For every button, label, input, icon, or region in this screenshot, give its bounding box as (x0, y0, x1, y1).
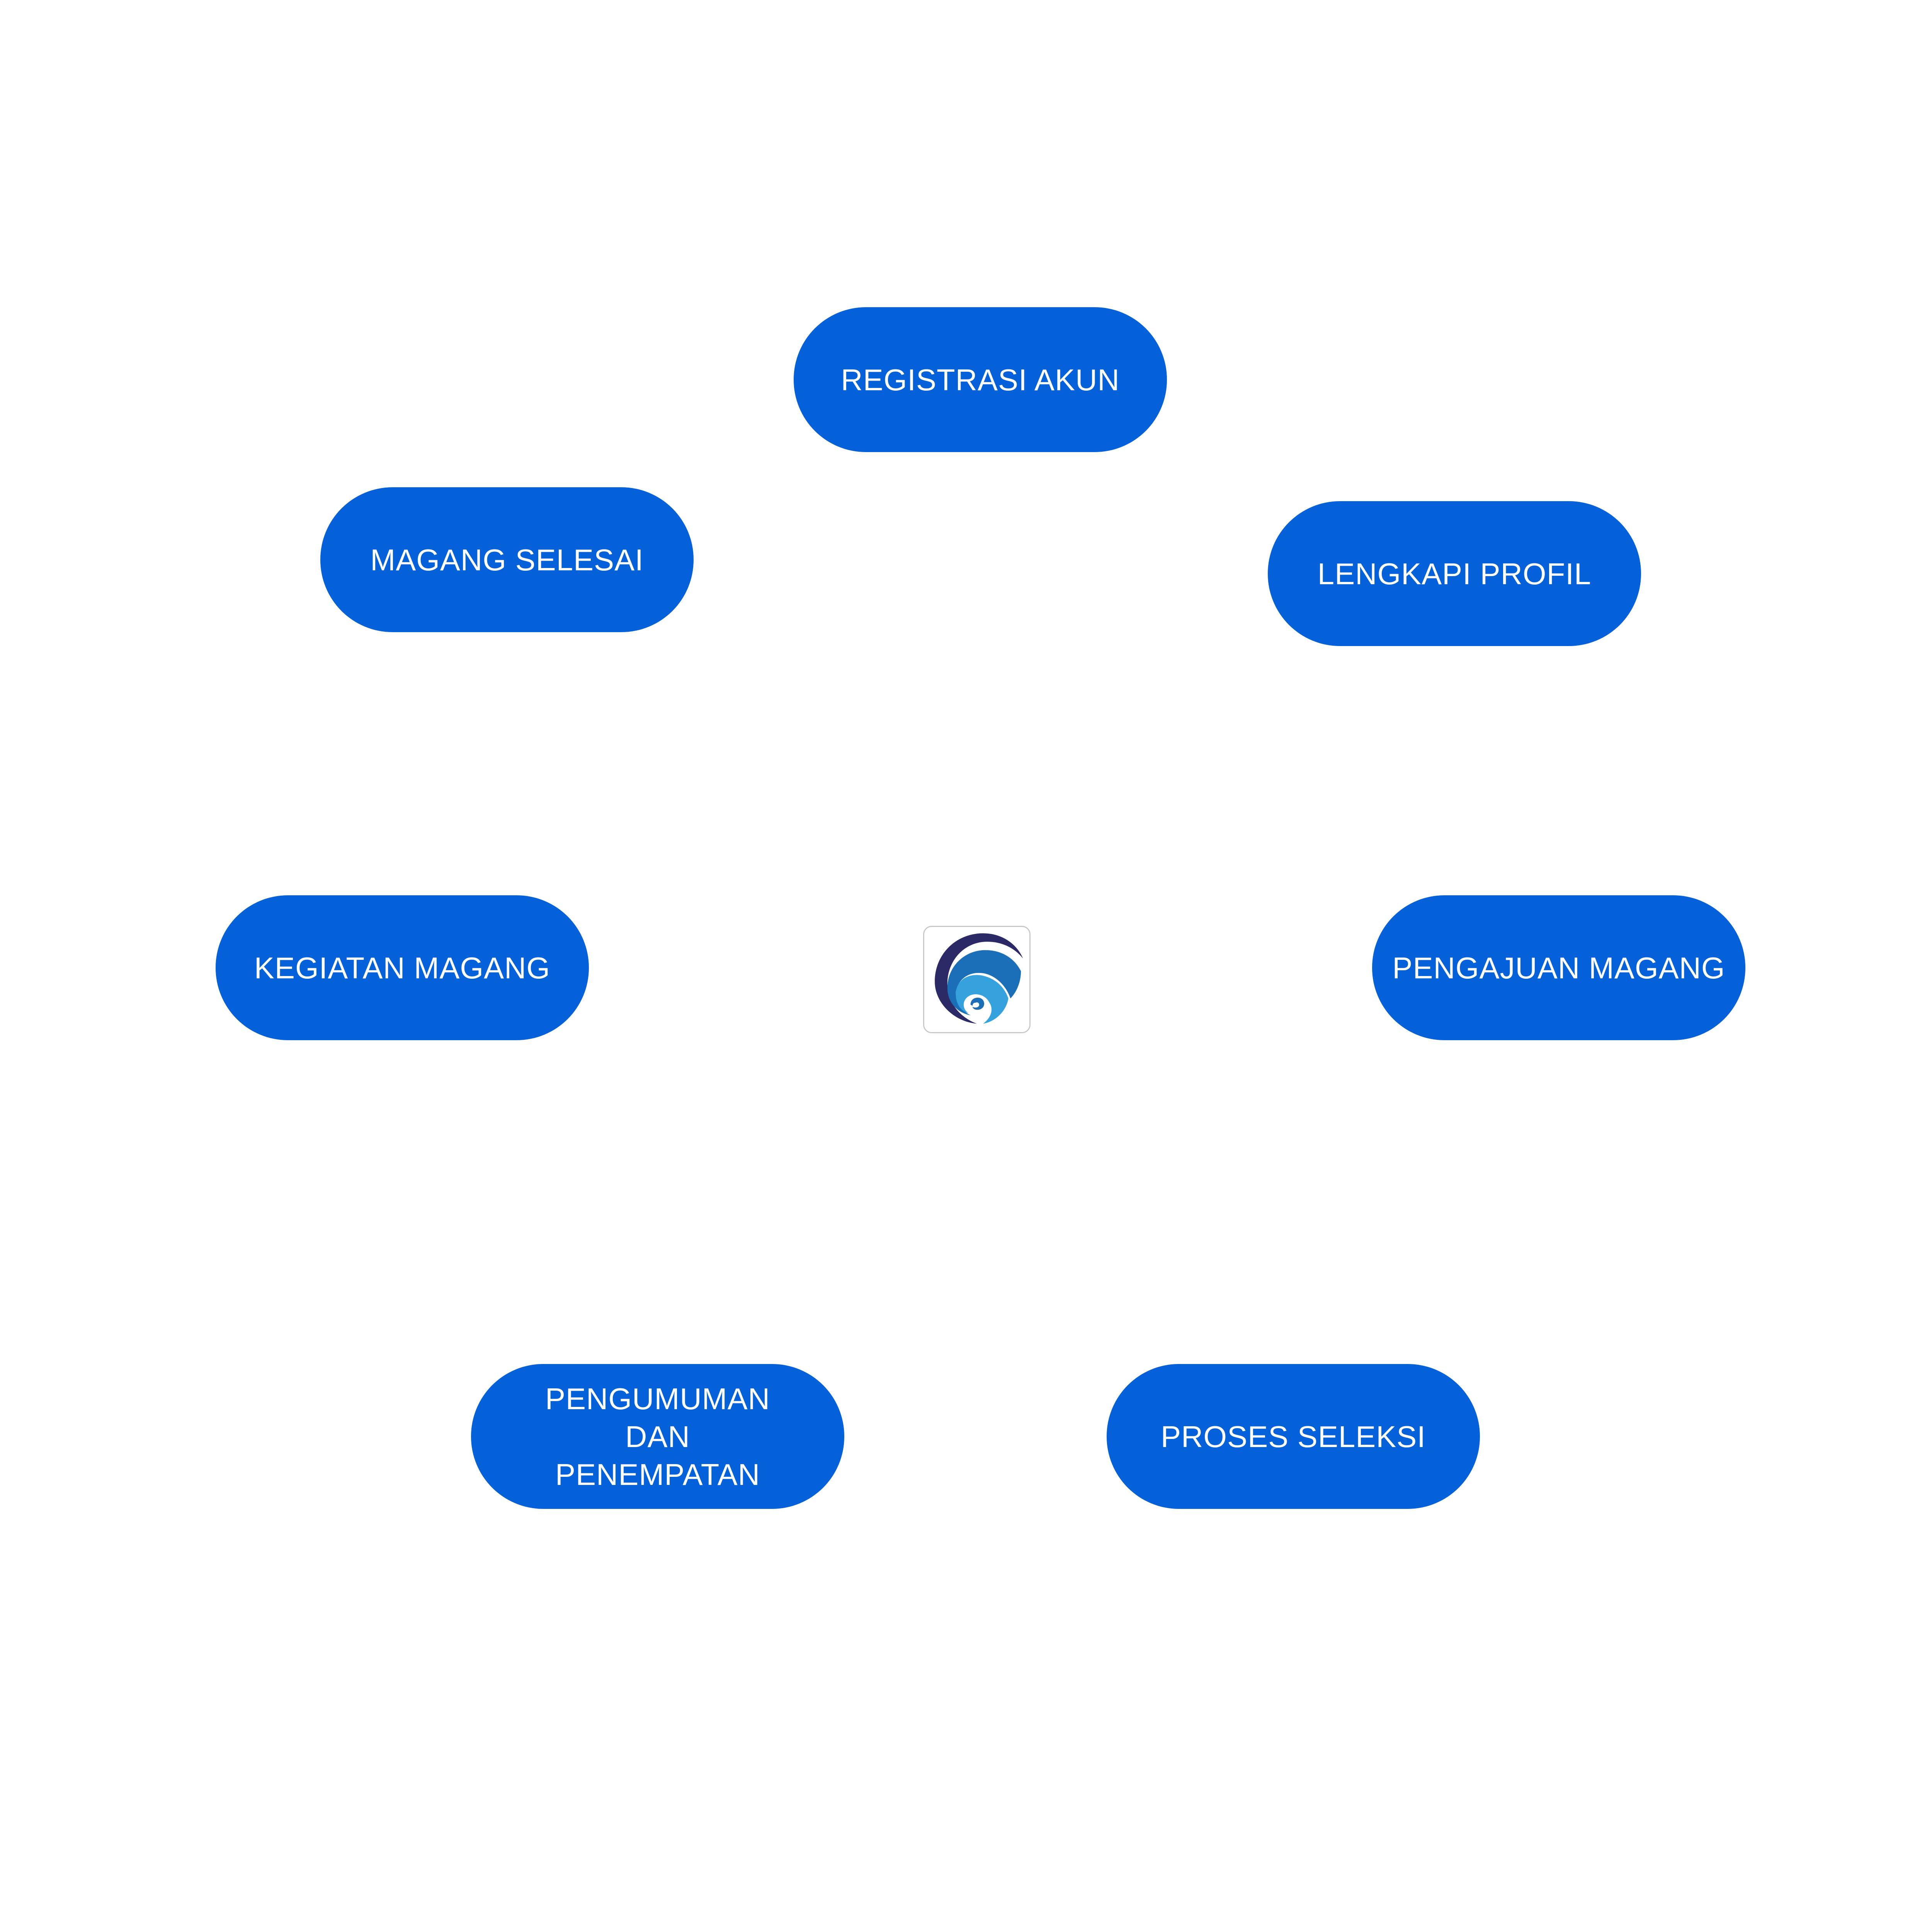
step-pengajuan-magang: PENGAJUAN MAGANG (1372, 895, 1745, 1040)
swirl-emblem-icon (935, 933, 1023, 1024)
logo (923, 926, 1031, 1033)
step-pengumuman-dan-penempatan: PENGUMUMAN DAN PENEMPATAN (471, 1364, 844, 1509)
step-registrasi-akun: REGISTRASI AKUN (794, 307, 1167, 452)
step-proses-seleksi: PROSES SELEKSI (1107, 1364, 1480, 1509)
step-kegiatan-magang: KEGIATAN MAGANG (216, 895, 589, 1040)
step-magang-selesai: MAGANG SELESAI (320, 487, 694, 632)
step-lengkapi-profil: LENGKAPI PROFIL (1268, 501, 1641, 646)
